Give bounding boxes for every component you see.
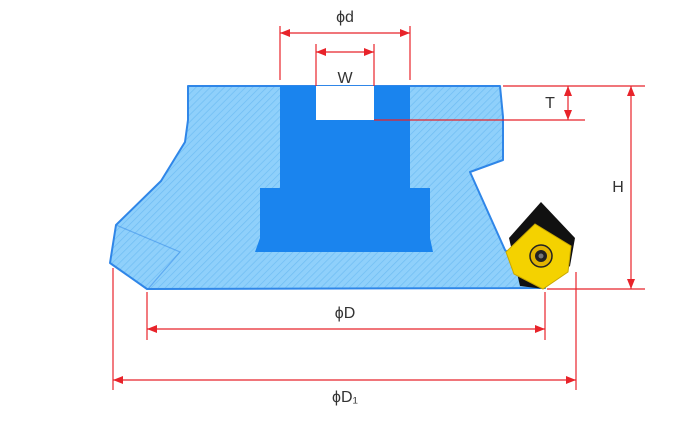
label-phi-D: ϕD <box>335 305 356 322</box>
arrow-w-left <box>316 48 326 56</box>
arrow-phi-D-left <box>147 325 157 333</box>
arrow-phi-D1-right <box>566 376 576 384</box>
arrow-phi-D-right <box>535 325 545 333</box>
insert-screw-socket <box>538 253 544 259</box>
arrow-phi-D1-left <box>113 376 123 384</box>
arrow-h-top <box>627 86 635 96</box>
arrow-t-top <box>564 86 572 96</box>
arrow-phi-d-right <box>400 29 410 37</box>
keyway-slot <box>316 86 374 120</box>
arrow-h-bottom <box>627 279 635 289</box>
label-thickness: T <box>545 95 555 112</box>
label-height: H <box>612 179 624 196</box>
label-phi-D1: ϕD₁ <box>332 389 358 406</box>
label-phi-d: ϕd <box>336 9 354 26</box>
arrow-t-bottom <box>564 110 572 120</box>
body-relief-cut <box>115 224 181 290</box>
dimension-arrowheads <box>113 29 635 384</box>
arrow-w-right <box>364 48 374 56</box>
arbor-hub <box>255 86 433 252</box>
label-width: W <box>337 70 353 87</box>
arrow-phi-d-left <box>280 29 290 37</box>
insert-group <box>505 202 575 290</box>
dimension-lines <box>112 26 645 390</box>
